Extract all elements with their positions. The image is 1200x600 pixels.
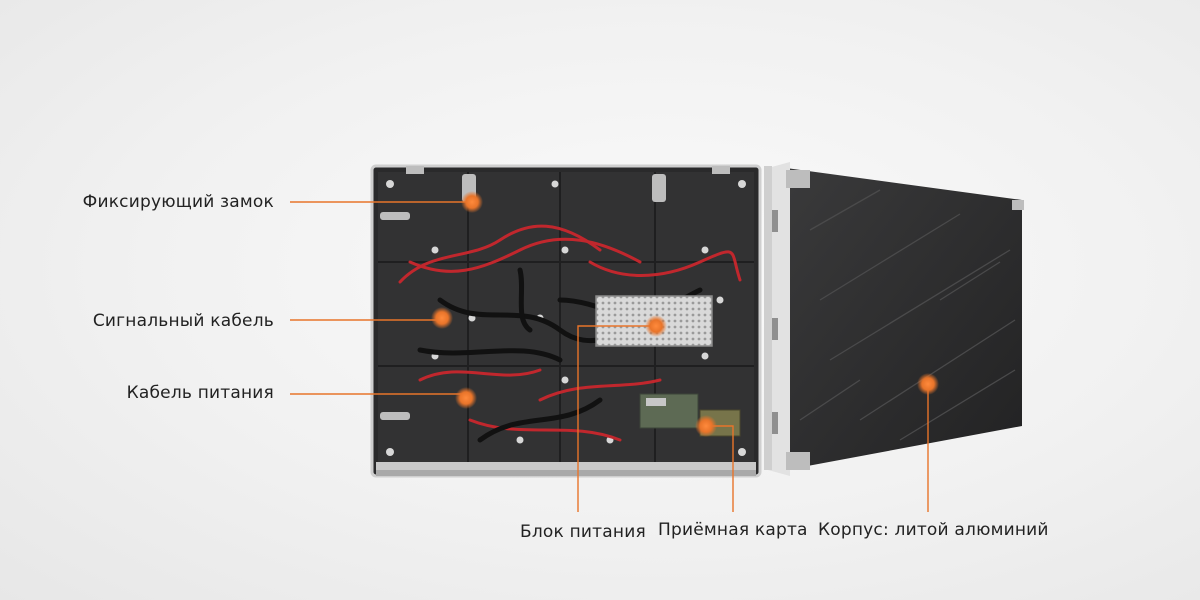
label-signal-cable: Сигнальный кабель [92, 311, 274, 331]
side-panel [764, 162, 1024, 476]
hotspot-housing [917, 373, 939, 395]
label-power-supply: Блок питания [520, 522, 646, 542]
label-lock: Фиксирующий замок [82, 192, 274, 212]
label-housing: Корпус: литой алюминий [818, 520, 1049, 540]
hotspot-lock [461, 191, 483, 213]
hotspots [431, 191, 939, 437]
label-receiving-card: Приёмная карта [658, 520, 808, 540]
label-power-cable: Кабель питания [126, 383, 274, 403]
hotspot-signal-cable [431, 307, 453, 329]
hotspot-receiving-card [695, 415, 717, 437]
hotspot-power-cable [455, 387, 477, 409]
hotspot-power-supply [645, 315, 667, 337]
